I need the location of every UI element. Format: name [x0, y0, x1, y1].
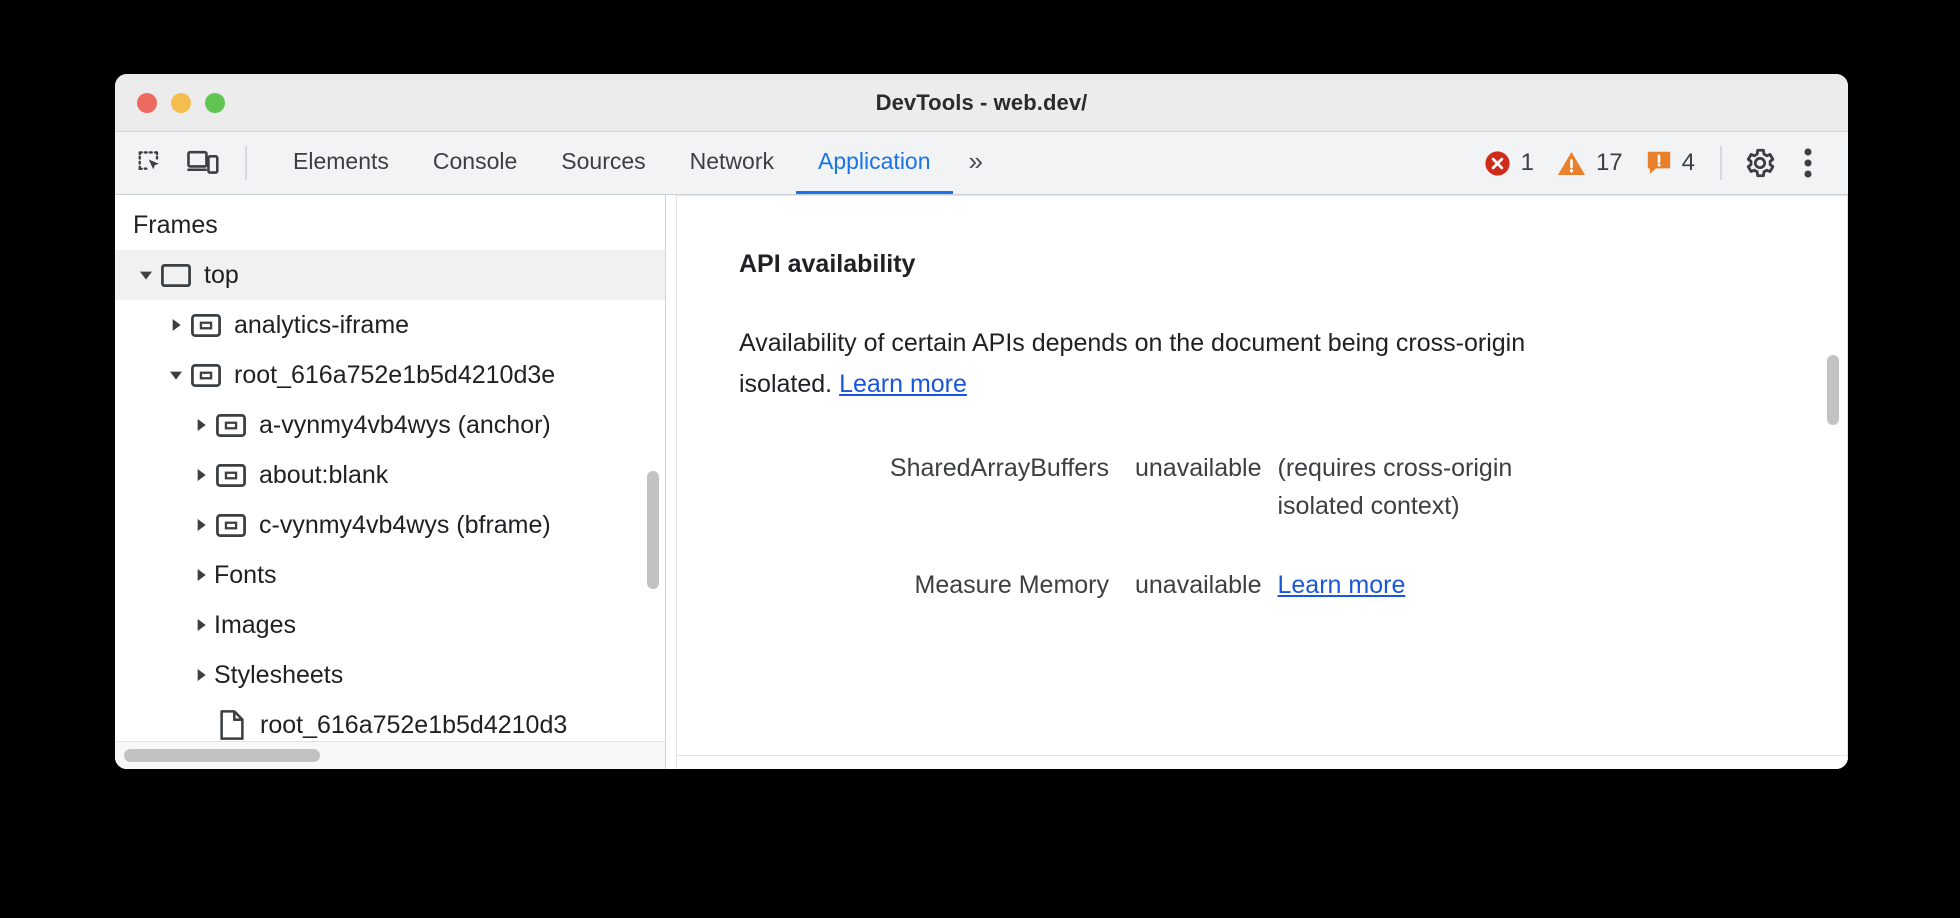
toolbar-right-group: 1 17 4: [1474, 132, 1830, 194]
row-key: Measure Memory: [914, 571, 1110, 599]
tree-item-c-vynmy4vb4wys[interactable]: c-vynmy4vb4wys (bframe): [115, 500, 665, 550]
inspect-element-icon[interactable]: [129, 141, 173, 185]
sidebar-horizontal-scrollbar[interactable]: [115, 741, 665, 769]
tab-sources[interactable]: Sources: [561, 148, 646, 174]
window-traffic-lights: [137, 92, 225, 113]
iframe-icon: [214, 513, 248, 537]
availability-description-text: Availability of certain APIs depends on …: [739, 329, 1526, 398]
application-sidebar: Frames top: [115, 195, 666, 769]
chevron-right-icon[interactable]: [188, 617, 214, 633]
zoom-window-button[interactable]: [205, 92, 225, 113]
panel-tabs: Elements Console Sources Network Applica…: [271, 132, 996, 194]
warning-count: 17: [1595, 149, 1623, 176]
tree-item-label: root_616a752e1b5d4210d3: [260, 710, 568, 739]
chevron-down-icon[interactable]: [163, 367, 189, 383]
availability-description: Availability of certain APIs depends on …: [739, 323, 1529, 404]
iframe-icon: [189, 363, 223, 387]
tree-item-label: top: [204, 260, 239, 289]
tab-overflow-icon[interactable]: »: [968, 146, 984, 176]
toolbar-left-group: [129, 132, 259, 194]
iframe-icon: [214, 463, 248, 487]
row-note: (requires cross-origin isolated context): [1277, 454, 1513, 520]
tree-item-images[interactable]: Images: [115, 600, 665, 650]
row-key: SharedArrayBuffers: [889, 454, 1109, 482]
window-title: DevTools - web.dev/: [875, 89, 1088, 115]
tree-item-a-vynmy4vb4wys[interactable]: a-vynmy4vb4wys (anchor): [115, 400, 665, 450]
close-window-button[interactable]: [137, 92, 157, 113]
toolbar-divider-right: [1720, 146, 1722, 180]
row-value: unavailable: [1135, 454, 1262, 482]
devtools-body: Frames top: [115, 195, 1848, 769]
tab-application[interactable]: Application: [796, 132, 953, 194]
error-counter[interactable]: 1: [1474, 149, 1543, 178]
chevron-right-icon[interactable]: [188, 667, 214, 683]
tree-item-label: Stylesheets: [214, 660, 344, 689]
issue-counter[interactable]: 4: [1636, 149, 1704, 177]
table-row: Measure Memory unavailable Learn more: [739, 567, 1578, 647]
frame-icon: [159, 263, 193, 287]
gear-icon[interactable]: [1738, 141, 1782, 185]
sidebar-horizontal-scrollbar-thumb[interactable]: [124, 749, 320, 762]
tab-elements[interactable]: Elements: [293, 148, 389, 174]
tab-network[interactable]: Network: [689, 148, 774, 174]
chevron-right-icon[interactable]: [188, 567, 214, 583]
tab-console[interactable]: Console: [432, 148, 518, 174]
minimize-window-button[interactable]: [171, 92, 191, 113]
tree-item-stylesheets[interactable]: Stylesheets: [115, 650, 665, 700]
issue-bubble-icon: [1647, 151, 1670, 174]
tree-item-label: Fonts: [214, 560, 277, 589]
chevron-right-icon[interactable]: [163, 317, 189, 333]
frames-tree: top analytics-iframe: [115, 250, 665, 750]
window-titlebar: DevTools - web.dev/: [115, 74, 1848, 132]
chevron-right-icon[interactable]: [188, 467, 214, 483]
sidebar-vertical-scrollbar[interactable]: [647, 471, 659, 589]
error-icon: [1484, 150, 1510, 176]
sidebar-section-header: Frames: [133, 211, 218, 239]
measure-memory-learn-more-link[interactable]: Learn more: [1277, 571, 1406, 599]
issue-count: 4: [1681, 149, 1695, 176]
chevron-right-icon[interactable]: [188, 417, 214, 433]
page-title: API availability: [739, 250, 916, 278]
chevron-right-icon[interactable]: [188, 517, 214, 533]
tree-item-label: about:blank: [259, 460, 389, 489]
tree-item-label: c-vynmy4vb4wys (bframe): [259, 510, 551, 539]
devtools-window: DevTools - web.dev/: [115, 74, 1848, 769]
iframe-icon: [214, 413, 248, 437]
devtools-toolbar: Elements Console Sources Network Applica…: [115, 132, 1848, 195]
tree-item-root-frame[interactable]: root_616a752e1b5d4210d3e: [115, 350, 665, 400]
warning-counter[interactable]: 17: [1547, 149, 1632, 178]
tree-item-label: analytics-iframe: [234, 310, 410, 339]
tree-item-top[interactable]: top: [115, 250, 665, 300]
security-report-panel: API availability Availability of certain…: [666, 195, 1848, 769]
api-availability-card: API availability Availability of certain…: [676, 195, 1848, 769]
tree-item-analytics-iframe[interactable]: analytics-iframe: [115, 300, 665, 350]
device-toolbar-icon[interactable]: [181, 141, 225, 185]
warning-icon: [1557, 151, 1586, 175]
tree-item-label: Images: [214, 610, 296, 639]
card-bottom-divider: [677, 755, 1847, 756]
card-content: API availability Availability of certain…: [677, 250, 1847, 647]
kebab-menu-icon[interactable]: [1786, 141, 1830, 185]
row-value: unavailable: [1135, 571, 1262, 599]
error-count: 1: [1520, 149, 1534, 176]
tree-item-about-blank[interactable]: about:blank: [115, 450, 665, 500]
table-row: SharedArrayBuffers unavailable (requires…: [739, 450, 1578, 567]
tree-item-stylesheet-file[interactable]: root_616a752e1b5d4210d3: [115, 700, 665, 750]
main-vertical-scrollbar[interactable]: [1827, 355, 1839, 425]
learn-more-link[interactable]: Learn more: [839, 369, 967, 398]
tree-item-fonts[interactable]: Fonts: [115, 550, 665, 600]
row-note: Learn more: [1278, 567, 1578, 647]
toolbar-divider: [245, 146, 247, 180]
document-icon: [215, 710, 249, 740]
iframe-icon: [189, 313, 223, 337]
chevron-down-icon[interactable]: [133, 267, 159, 283]
tree-item-label: a-vynmy4vb4wys (anchor): [259, 410, 551, 439]
api-availability-table: SharedArrayBuffers unavailable (requires…: [739, 450, 1578, 647]
tree-item-label: root_616a752e1b5d4210d3e: [234, 360, 556, 389]
